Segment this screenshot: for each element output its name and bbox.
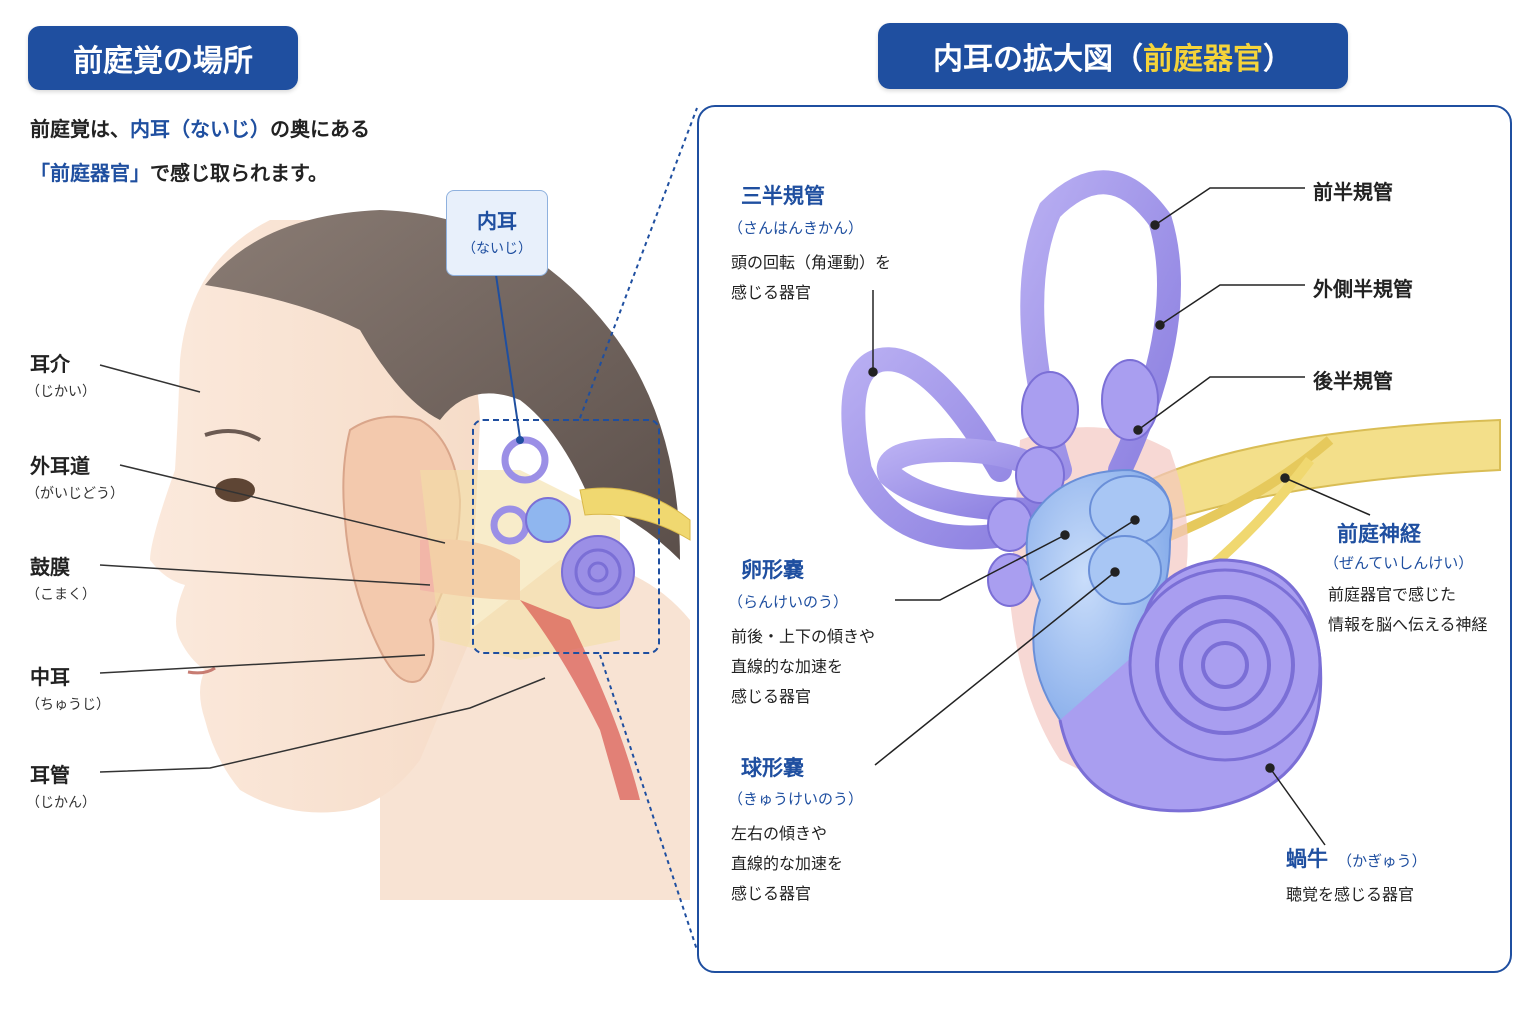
desc-vestibular-nerve: 前庭器官で感じた 情報を脳へ伝える神経 [1328,580,1488,640]
label-vestibular-nerve: 前庭神経 [1337,522,1421,546]
label-middle-ear: 中耳 [30,665,70,689]
intro-line-2: 「前庭器官」で感じ取られます。 [30,157,328,186]
intro-highlight-vestibular-organ: 「前庭器官」 [30,161,150,185]
left-section-title: 前庭覚の場所 [28,26,298,90]
eye [215,478,255,502]
label-saccule: 球形嚢 [741,756,804,780]
desc-line: 直線的な加速を [731,657,844,676]
label-posterior-canal: 後半規管 [1313,369,1393,393]
desc-line: 前庭器官で感じた [1328,585,1457,604]
desc-semicircular-canals: 頭の回転（角運動）を 感じる器官 [731,248,891,308]
desc-line: 頭の回転（角運動）を [731,253,892,272]
hair-shape [205,210,680,560]
reading-auricle: （じかい） [26,384,96,400]
desc-saccule: 左右の傾きや 直線的な加速を 感じる器官 [731,819,843,909]
cochlea-shape [1058,558,1323,813]
lips [187,666,216,675]
desc-utricle: 前後・上下の傾きや 直線的な加速を 感じる器官 [731,622,875,712]
inner-ear-callout-name: 内耳 [477,209,517,233]
reading-middle-ear: （ちゅうじ） [26,697,110,713]
label-lateral-canal: 外側半規管 [1313,277,1413,301]
label-eardrum: 鼓膜 [30,555,70,579]
reading-cochlea: （かぎゅう） [1337,852,1427,870]
ampullae-shape [987,359,1159,607]
desc-line: 直線的な加速を [731,854,844,873]
label-semicircular-canals: 三半規管 [741,184,825,208]
reading-utricle: （らんけいのう） [728,593,849,611]
leader-eardrum [99,564,431,586]
zoom-connector-bottom [599,654,698,951]
right-leader-lines [868,187,1371,846]
leader-eustachian-tube [99,677,546,773]
label-ear-canal: 外耳道 [30,454,90,478]
label-cochlea: 蝸牛 [1286,847,1328,871]
reading-eardrum: （こまく） [26,587,96,603]
right-section-title: 内耳の拡大図（前庭器官） [878,23,1348,89]
label-auricle: 耳介 [30,352,70,376]
right-title-text: 内耳の拡大図（ [933,42,1143,77]
label-eustachian-tube: 耳管 [30,763,70,787]
zoom-region-box [472,419,660,654]
intro-highlight-inner-ear: 内耳（ないじ） [130,117,270,141]
label-anterior-canal: 前半規管 [1313,180,1393,204]
right-title-text: ） [1263,42,1293,77]
intro-text: 前庭覚は、 [30,117,130,141]
desc-cochlea: 聴覚を感じる器官 [1286,885,1415,904]
desc-line: 情報を脳へ伝える神経 [1328,615,1488,634]
desc-line: 感じる器官 [731,884,812,903]
label-cochlea-group: 蝸牛 （かぎゅう） [1286,843,1427,873]
inner-ear-callout: 内耳 （ないじ） [446,190,548,276]
desc-line: 感じる器官 [731,687,812,706]
reading-ear-canal: （がいじどう） [26,486,124,502]
intro-line-1: 前庭覚は、内耳（ないじ）の奥にある [30,113,370,142]
desc-line: 感じる器官 [731,283,812,302]
small-inner-ear [490,436,691,609]
intro-text: で感じ取られます。 [150,161,328,185]
label-utricle: 卵形嚢 [741,558,804,582]
eustachian-tube-shape [520,600,640,800]
inner-ear-callout-line [495,274,521,439]
reading-eustachian-tube: （じかん） [26,795,96,811]
eyebrow [204,429,262,442]
leader-middle-ear [99,654,426,674]
intro-text: の奥にある [270,117,370,141]
leader-auricle [99,364,201,393]
saccule-shape [1088,535,1162,605]
right-title-highlight: 前庭器官 [1143,42,1263,77]
reading-semicircular-canals: （さんはんきかん） [728,219,864,237]
semicircular-canals-shape [841,170,1181,550]
inner-ear-callout-reading: （ないじ） [462,241,532,257]
desc-line: 左右の傾きや [731,824,828,843]
reading-saccule: （きゅうけいのう） [728,790,864,808]
desc-line: 前後・上下の傾きや [731,627,876,646]
utricle-shape [1089,475,1171,545]
reading-vestibular-nerve: （ぜんていしんけい） [1324,554,1474,572]
leader-ear-canal [119,464,446,544]
